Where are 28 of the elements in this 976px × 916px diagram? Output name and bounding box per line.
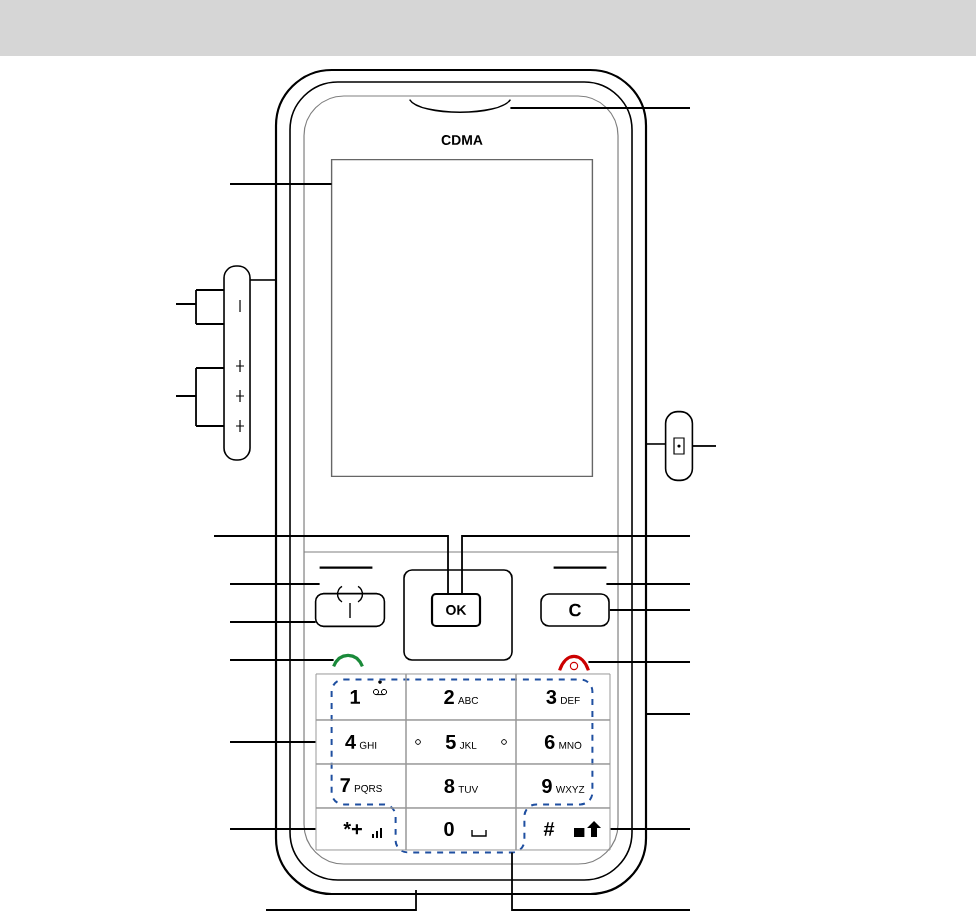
end-call-icon [558,654,590,671]
call-icon [332,653,364,668]
soft-key-line [553,566,607,569]
leader-line [229,183,333,185]
leader-line [229,659,335,661]
info-key [314,585,386,628]
soft-key-line [319,566,373,569]
leader-line [229,828,317,830]
leader-line [609,828,691,830]
leader-line [608,609,691,611]
earpiece [408,98,512,113]
leader-line [605,583,691,585]
leader-line [511,851,691,911]
clear-key: C [540,593,610,627]
leader-line [213,535,449,594]
side-key [664,410,694,482]
leader-line [587,661,691,663]
keypad-key: *+ [315,807,407,851]
leader-line [691,445,717,447]
leader-line [229,621,317,623]
leader-line [461,535,691,594]
screen [330,158,594,478]
leader-line [229,583,321,585]
leader-line [229,741,317,743]
dashed-outline [330,678,594,854]
leader-line [509,107,691,109]
keypad-key: # [515,807,611,851]
keypad-key: 1 [315,673,407,721]
